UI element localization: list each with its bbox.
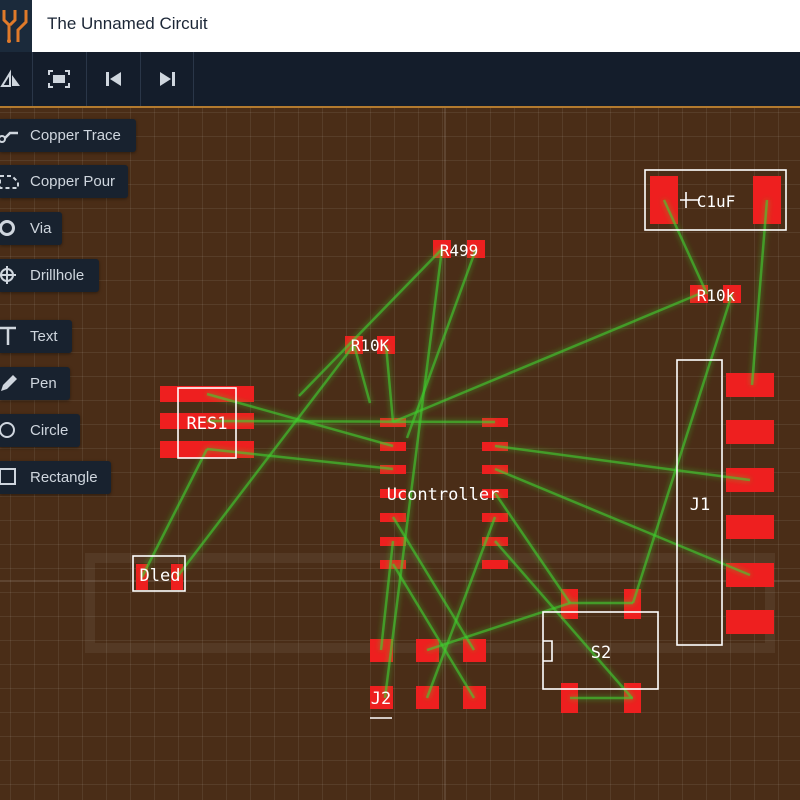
tool-circle[interactable]: Circle <box>0 414 80 447</box>
tool-label: Pen <box>30 375 57 392</box>
j1-pad-2[interactable] <box>726 420 774 444</box>
backside-silkscreen-ghost <box>85 553 775 653</box>
s2-outline <box>542 611 659 690</box>
j1-pad-6[interactable] <box>726 610 774 634</box>
j2-pad-4[interactable] <box>370 686 393 709</box>
layers-flip-icon[interactable] <box>0 52 33 106</box>
label-res1: RES1 <box>187 414 228 434</box>
j1-outline <box>676 359 723 646</box>
fit-screen-icon[interactable] <box>32 52 87 106</box>
u-pad-l4[interactable] <box>380 489 406 498</box>
title-bar: The Unnamed Circuit <box>0 0 800 52</box>
j2-pad-3[interactable] <box>463 639 486 662</box>
u-pad-r7[interactable] <box>482 560 508 569</box>
label-dled: Dled <box>140 566 181 586</box>
pcb-board[interactable]: C1uF R499 R10k R10K RES1 Ucontroller J1 … <box>0 108 800 800</box>
label-r499: R499 <box>440 241 479 260</box>
label-j2: J2 <box>371 689 391 709</box>
copper-trace-icon <box>0 131 18 143</box>
label-c1: C1uF <box>697 192 736 211</box>
label-j1: J1 <box>690 495 710 515</box>
tool-label: Text <box>30 328 58 345</box>
label-r10k: R10k <box>697 286 736 305</box>
j1-pad-4[interactable] <box>726 515 774 539</box>
dled-outline <box>132 555 186 592</box>
j2-pad-1[interactable] <box>370 639 393 662</box>
tool-label: Rectangle <box>30 469 98 486</box>
silkscreen-outlines <box>132 169 787 719</box>
skip-previous-icon[interactable] <box>87 52 141 106</box>
tool-pen[interactable]: Pen <box>0 367 70 400</box>
u-pad-l3[interactable] <box>380 465 406 474</box>
pen-icon <box>1 375 17 391</box>
rectangle-icon <box>0 468 16 485</box>
tool-label: Copper Trace <box>30 127 121 144</box>
tool-copper-pour[interactable]: Copper Pour <box>0 165 128 198</box>
tool-label: Copper Pour <box>30 173 116 190</box>
c1-outline <box>644 169 787 231</box>
skip-next-icon[interactable] <box>141 52 194 106</box>
u-pad-l2[interactable] <box>380 442 406 451</box>
tool-via[interactable]: Via <box>0 212 62 245</box>
ratsnest-connections <box>140 199 769 700</box>
app-logo <box>0 0 32 52</box>
label-r10k-left: R10K <box>351 336 390 355</box>
window-title: The Unnamed Circuit <box>47 14 208 33</box>
tool-rectangle[interactable]: Rectangle <box>0 461 111 494</box>
via-icon <box>0 220 15 236</box>
res1-outline <box>177 387 237 459</box>
crosshair-icon <box>0 266 16 284</box>
s2-notch <box>543 640 553 662</box>
tool-text[interactable]: Text <box>0 320 72 353</box>
text-icon <box>0 326 16 345</box>
label-s2: S2 <box>591 643 611 663</box>
tool-copper-trace[interactable]: Copper Trace <box>0 119 136 152</box>
tool-drillhole[interactable]: Drillhole <box>0 259 99 292</box>
tool-label: Via <box>30 220 52 237</box>
copper-pour-icon <box>0 175 19 189</box>
pcb-canvas[interactable]: C1uF R499 R10k R10K RES1 Ucontroller J1 … <box>0 108 800 800</box>
label-ucontroller: Ucontroller <box>387 485 500 505</box>
tool-label: Circle <box>30 422 69 439</box>
j1-pad-1[interactable] <box>726 373 774 397</box>
s2-pad-3[interactable] <box>561 683 578 713</box>
top-toolbar <box>0 52 800 108</box>
circle-icon <box>0 422 15 438</box>
u-pad-r1[interactable] <box>482 418 508 427</box>
tool-label: Drillhole <box>30 267 85 284</box>
